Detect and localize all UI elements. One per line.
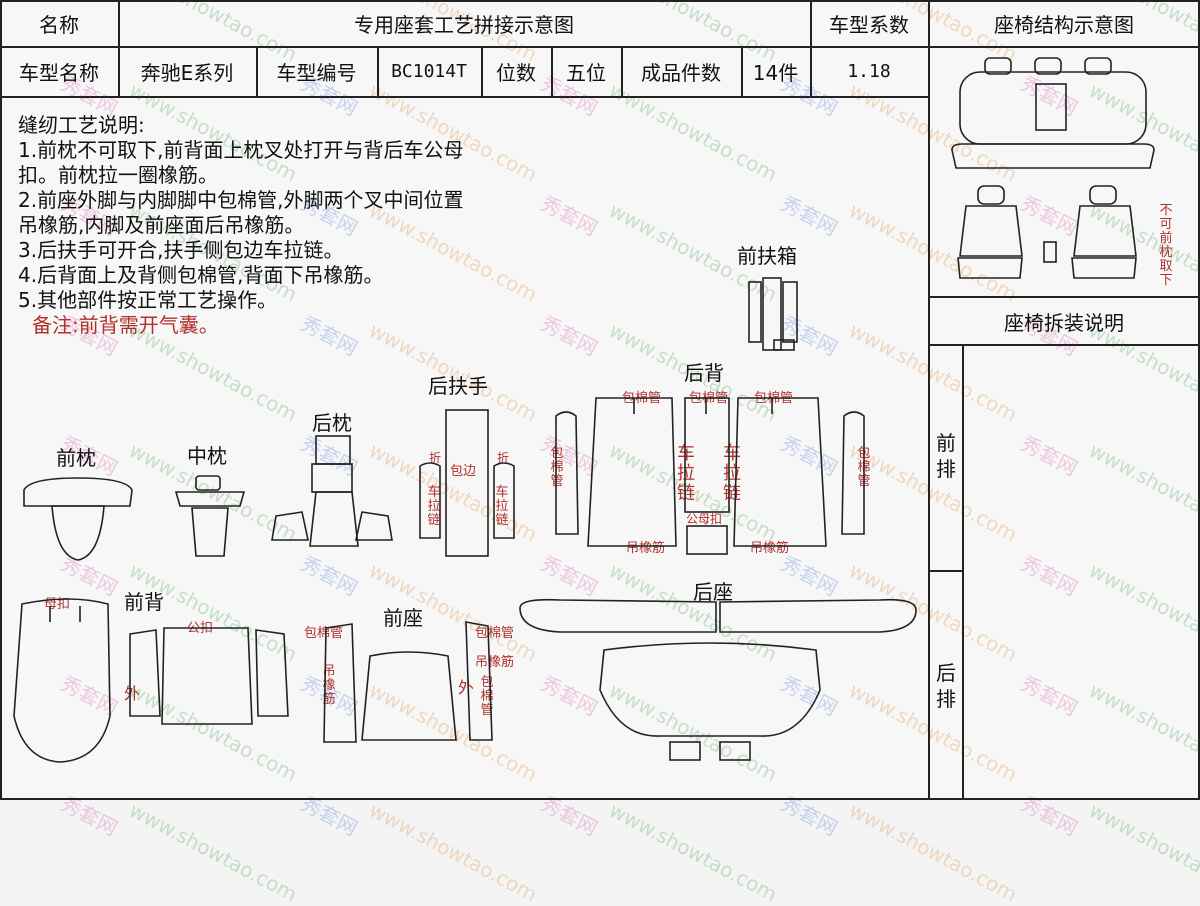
piece-front-seat xyxy=(323,621,493,743)
frame-right-r4 xyxy=(930,570,962,572)
piece-rear-back xyxy=(555,397,865,555)
mark-zipper-left: 车拉链 xyxy=(427,485,441,528)
struct-rear-bench xyxy=(951,57,1155,169)
label-rear-back: 后背 xyxy=(684,361,724,385)
notes-line-4: 吊橡筋,内脚及前座面后吊橡筋。 xyxy=(18,213,305,237)
piece-front-pillow xyxy=(23,477,133,561)
frame-side-col xyxy=(962,344,964,800)
name-label: 名称 xyxy=(39,12,79,37)
frame-bottom xyxy=(0,798,1200,800)
frame-right-r2 xyxy=(930,296,1200,298)
seats-label: 位数 xyxy=(496,60,536,85)
frame-v5 xyxy=(481,46,483,97)
model-no-value: BC1014T xyxy=(391,60,467,82)
mark-piping: 包边 xyxy=(450,464,477,479)
frame-v8 xyxy=(741,46,743,97)
struct-front-seat-right xyxy=(1071,185,1137,279)
struct-front-seat-left xyxy=(957,185,1023,279)
mark-front-seat-elastic-2: 吊橡筋 xyxy=(475,655,515,670)
notes-line-3: 2.前座外脚与内脚脚中包棉管,外脚两个叉中间位置 xyxy=(18,188,464,212)
mark-front-seat-cotton-1: 包棉管 xyxy=(304,626,344,641)
frame-v7 xyxy=(621,46,623,97)
mark-car-zipper-1: 车拉链 xyxy=(677,443,695,504)
model-name-label: 车型名称 xyxy=(19,60,99,85)
notes-line-6: 4.后背面上及背侧包棉管,背面下吊橡筋。 xyxy=(18,263,384,287)
label-front-pillow: 前枕 xyxy=(56,446,96,470)
notes-remark: 备注:前背需开气囊。 xyxy=(32,313,219,337)
frame-right-r3 xyxy=(930,344,1200,346)
piece-front-back xyxy=(13,598,289,763)
mark-fold-left: 折 xyxy=(428,451,441,465)
coef-label: 车型系数 xyxy=(829,12,909,37)
watermark-url: www.showtao.com xyxy=(605,797,782,906)
coef-value: 1.18 xyxy=(847,60,891,82)
pieces-value: 14件 xyxy=(752,60,799,85)
watermark-url: www.showtao.com xyxy=(125,797,302,906)
frame-v1 xyxy=(118,0,120,97)
frame-v6 xyxy=(551,46,553,97)
mark-elastic-rear-2: 吊橡筋 xyxy=(750,541,790,556)
struct-console xyxy=(1043,241,1057,263)
piece-front-armrest-box xyxy=(748,277,798,351)
frame-left xyxy=(0,0,2,800)
frame-top xyxy=(0,0,1200,2)
notes-line-2: 扣。前枕拉一圈橡筋。 xyxy=(18,163,218,187)
watermark-url: www.showtao.com xyxy=(365,797,542,906)
piece-rear-pillow xyxy=(271,435,393,547)
piece-rear-seat xyxy=(519,598,917,761)
frame-row1 xyxy=(0,46,930,48)
model-name-value: 奔驰E系列 xyxy=(140,60,234,85)
disassembly-title: 座椅拆装说明 xyxy=(1004,310,1124,335)
model-no-label: 车型编号 xyxy=(276,60,357,85)
piece-middle-pillow xyxy=(174,475,246,557)
label-front-back: 前背 xyxy=(124,590,164,614)
pattern-pieces xyxy=(13,57,1155,763)
mark-male-female: 公母扣 xyxy=(686,512,723,526)
frame-v3 xyxy=(256,46,258,97)
mark-outer-front-seat: 外 xyxy=(458,678,475,697)
label-middle-pillow: 中枕 xyxy=(187,444,227,468)
mark-outer-front-back: 外 xyxy=(124,684,141,703)
frame-v2 xyxy=(810,0,812,47)
notes-line-5: 3.后扶手可开合,扶手侧包边车拉链。 xyxy=(18,238,344,262)
frame-row2 xyxy=(0,96,930,98)
page-title: 专用座套工艺拼接示意图 xyxy=(354,12,574,37)
frame-right-r1 xyxy=(930,46,1200,48)
label-rear-armrest: 后扶手 xyxy=(428,374,488,398)
sewing-notes: 缝纫工艺说明: 1.前枕不可取下,前背面上枕叉处打开与背后车公母 扣。前枕拉一圈… xyxy=(18,113,618,338)
notes-line-7: 5.其他部件按正常工艺操作。 xyxy=(18,288,278,312)
label-rear-seat: 后座 xyxy=(693,580,733,604)
frame-v4 xyxy=(377,46,379,97)
watermark-url: www.showtao.com xyxy=(1085,797,1200,906)
rear-row-label: 后排 xyxy=(936,661,956,711)
mark-elastic-rear-1: 吊橡筋 xyxy=(626,541,666,556)
label-rear-pillow: 后枕 xyxy=(312,411,352,435)
label-front-seat: 前座 xyxy=(383,606,423,630)
label-front-armrest-box: 前扶箱 xyxy=(737,244,797,268)
front-row-label: 前排 xyxy=(936,431,956,481)
frame-divider xyxy=(928,0,930,800)
struct-note: 不可前枕取下 xyxy=(1159,203,1173,288)
notes-heading: 缝纫工艺说明: xyxy=(18,113,145,137)
seats-value: 五位 xyxy=(566,60,606,85)
mark-fold-right: 折 xyxy=(496,451,509,465)
mark-front-seat-cotton-2: 包棉管 xyxy=(475,626,515,641)
notes-line-1: 1.前枕不可取下,前背面上枕叉处打开与背后车公母 xyxy=(18,138,464,162)
pieces-label: 成品件数 xyxy=(641,60,721,85)
struct-title: 座椅结构示意图 xyxy=(994,12,1134,37)
piece-rear-armrest xyxy=(419,409,515,557)
mark-side-cotton-left: 包棉管 xyxy=(550,446,564,489)
frame-right xyxy=(1198,0,1200,800)
mark-zipper-right: 车拉链 xyxy=(495,485,509,528)
frame-v9 xyxy=(810,46,812,97)
watermark-url: www.showtao.com xyxy=(845,797,1022,906)
